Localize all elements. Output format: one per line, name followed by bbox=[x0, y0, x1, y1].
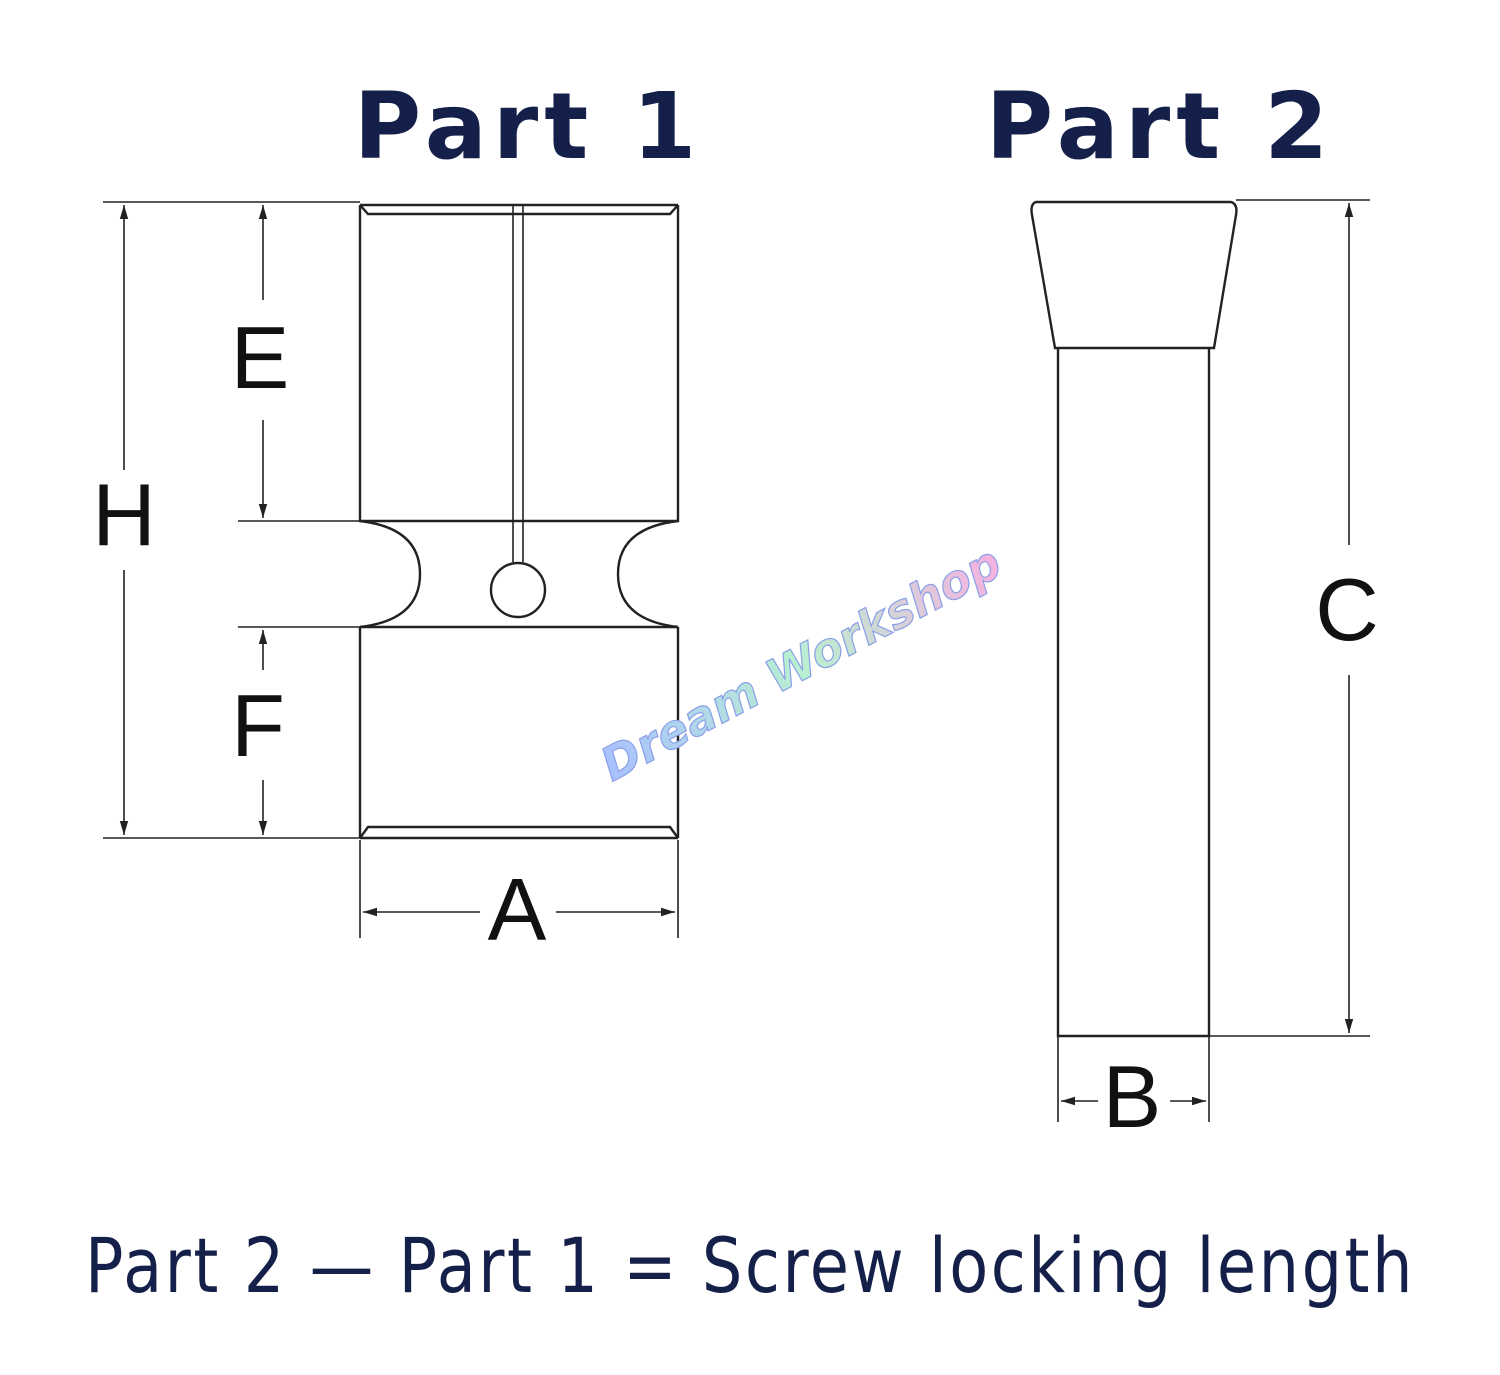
part2-title: Part 2 bbox=[986, 73, 1334, 180]
watermark: Dream Workshop bbox=[592, 535, 1010, 792]
part1-drawing: H E F A bbox=[92, 201, 680, 959]
label-e: E bbox=[231, 308, 290, 407]
caption: Part 2 — Part 1 = Screw locking length bbox=[85, 1221, 1415, 1310]
part2-extension-lines bbox=[1057, 199, 1370, 1122]
label-f: F bbox=[231, 676, 285, 775]
part2-shaft bbox=[1056, 348, 1211, 1038]
label-b: B bbox=[1103, 1047, 1162, 1146]
part2-drawing: C B bbox=[1030, 199, 1379, 1146]
part1-top-chamfer bbox=[359, 203, 679, 216]
part1-slot bbox=[512, 205, 524, 562]
label-h: H bbox=[92, 465, 156, 564]
part1-title: Part 1 bbox=[354, 73, 702, 180]
part1-extension-lines bbox=[103, 201, 679, 938]
part1-neck-right-arc bbox=[616, 519, 679, 629]
part2-cone-head bbox=[1030, 200, 1238, 350]
part1-upper-body bbox=[358, 205, 680, 523]
part1-neck-left-arc bbox=[359, 519, 422, 629]
label-a: A bbox=[488, 860, 547, 959]
part1-hole bbox=[489, 561, 547, 619]
part1-lower-body bbox=[358, 625, 680, 838]
part1-bottom-chamfer bbox=[359, 825, 679, 840]
label-c: C bbox=[1315, 560, 1379, 659]
